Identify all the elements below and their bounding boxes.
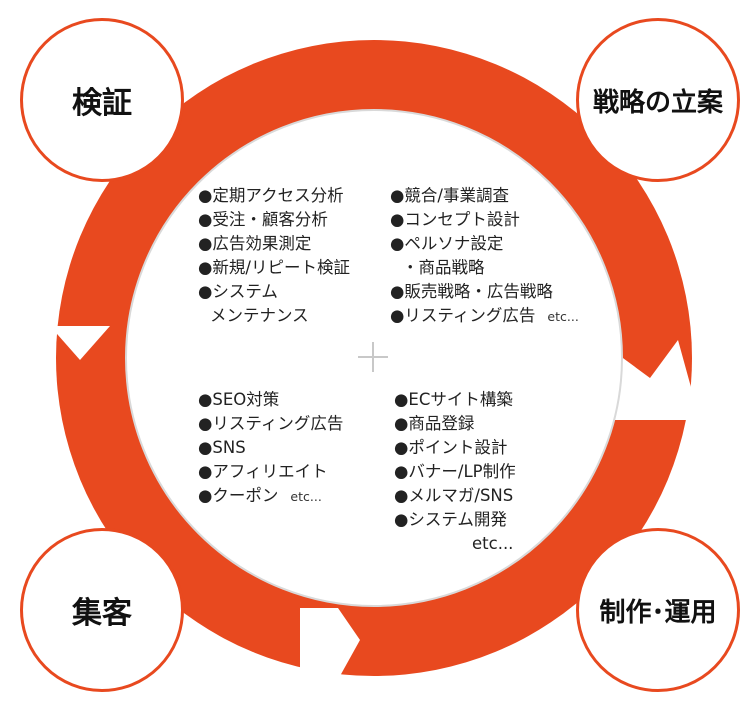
list-item: ●新規/リピート検証 xyxy=(198,258,350,277)
list-item: ●アフィリエイト xyxy=(198,462,328,481)
list-item-text: ●リスティング広告 xyxy=(390,306,536,325)
node-strategy: 戦略の立案 xyxy=(576,18,740,182)
list-item: ●リスティング広告 xyxy=(198,414,344,433)
node-produce: 制作･運用 xyxy=(576,528,740,692)
list-item: ●商品登録 xyxy=(394,414,475,433)
node-attract-label: 集客 xyxy=(72,596,132,631)
inner-circle-shadow xyxy=(125,109,623,607)
etc-label: etc... xyxy=(472,534,514,553)
list-item-text: ●クーポン xyxy=(198,486,279,505)
node-strategy-label: 戦略の立案 xyxy=(592,87,723,118)
list-item: ●システム開発 xyxy=(394,510,507,529)
list-item: ●コンセプト設計 xyxy=(390,210,520,229)
strategy-list: ●競合/事業調査 ●コンセプト設計 ●ペルソナ設定 ・商品戦略 ●販売戦略・広告… xyxy=(390,184,579,329)
node-verify: 検証 xyxy=(20,18,184,182)
list-item: ●クーポン etc... xyxy=(198,484,343,509)
verify-list: ●定期アクセス分析 ●受注・顧客分析 ●広告効果測定 ●新規/リピート検証 ●シ… xyxy=(198,184,350,328)
list-item: ●ペルソナ設定 xyxy=(390,234,504,253)
list-item: ・商品戦略 xyxy=(402,258,485,277)
produce-list: ●ECサイト構築 ●商品登録 ●ポイント設計 ●バナー/LP制作 ●メルマガ/S… xyxy=(394,388,516,556)
attract-list: ●SEO対策 ●リスティング広告 ●SNS ●アフィリエイト ●クーポン etc.… xyxy=(198,388,343,509)
list-item: ●SNS xyxy=(198,438,246,457)
list-item: ●競合/事業調査 xyxy=(390,186,509,205)
list-item: ●販売戦略・広告戦略 xyxy=(390,282,553,301)
list-item: メンテナンス xyxy=(210,306,309,325)
etc-label: etc... xyxy=(290,489,322,504)
list-item: ●システム xyxy=(198,282,278,301)
list-item: ●ECサイト構築 xyxy=(394,390,513,409)
list-item: ●バナー/LP制作 xyxy=(394,462,516,481)
list-item: ●受注・顧客分析 xyxy=(198,210,328,229)
list-item: ●メルマガ/SNS xyxy=(394,486,514,505)
list-item: ●ポイント設計 xyxy=(394,438,508,457)
node-attract: 集客 xyxy=(20,528,184,692)
list-item: ●リスティング広告 etc... xyxy=(390,304,579,329)
node-produce-label: 制作･運用 xyxy=(599,597,717,628)
ring-arrow-band xyxy=(56,40,692,676)
etc-label: etc... xyxy=(547,309,579,324)
center-plus-icon xyxy=(358,342,388,372)
node-verify-label: 検証 xyxy=(72,86,132,121)
list-item: ●SEO対策 xyxy=(198,390,280,409)
list-item: ●広告効果測定 xyxy=(198,234,312,253)
list-item: ●定期アクセス分析 xyxy=(198,186,344,205)
